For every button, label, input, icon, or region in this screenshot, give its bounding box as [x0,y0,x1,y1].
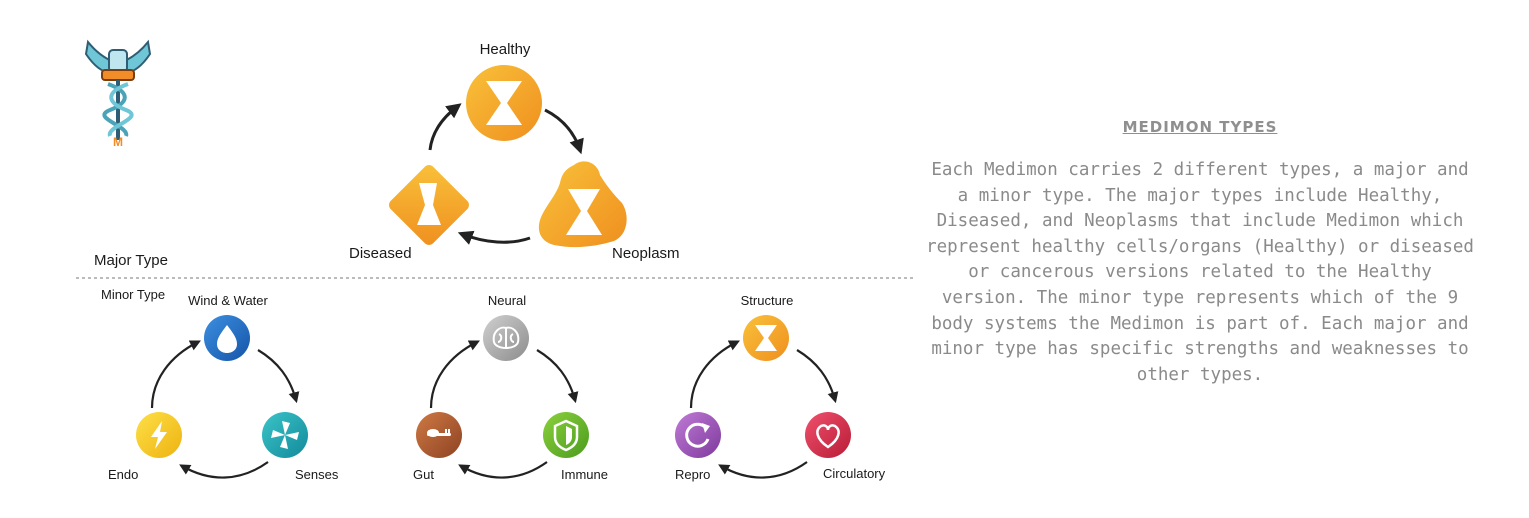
arrow-healthy-to-neoplasm [544,108,584,155]
arrow-neoplasm-to-diseased [457,230,531,245]
gut-node[interactable] [416,412,462,458]
label-endo: Endo [108,467,139,482]
arrow-structure-to-circulatory [796,349,839,404]
heart-icon [816,424,840,449]
water-drop-icon [217,325,237,353]
senses-node[interactable] [262,412,308,458]
hourglass-circle-icon [755,325,777,351]
wind-water-node[interactable] [204,315,250,361]
arrow-circulatory-to-repro [718,461,808,479]
hourglass-blob-icon [566,189,602,235]
endo-node[interactable] [136,412,182,458]
shield-icon [553,419,579,452]
minor-type-label: Minor Type [101,287,166,302]
diseased-node[interactable] [387,163,472,248]
minor-cycle-1-arrows [150,340,300,479]
cycle-arrow-icon [685,422,710,448]
repro-node[interactable] [675,412,721,458]
neoplasm-node[interactable] [538,161,627,248]
label-structure: Structure [740,293,794,308]
immune-node[interactable] [543,412,589,458]
label-neural: Neural [487,293,527,308]
label-repro: Repro [675,467,711,482]
major-cycle-arrows [428,103,584,245]
lightning-icon [151,421,167,449]
caduceus-icon [84,39,152,140]
arrow-repro-to-structure [689,340,740,409]
label-wind-water: Wind & Water [188,293,268,308]
hourglass-circle-icon [486,81,522,125]
fork-spoon-icon [427,429,451,437]
label-senses: Senses [295,467,339,482]
label-gut: Gut [413,467,434,482]
brain-icon [492,326,520,349]
arrow-diseased-to-healthy [428,103,462,151]
label-neoplasm: Neoplasm [612,245,680,262]
minor-cycle-2-arrows [429,340,579,479]
minor-cycle-3-arrows [689,340,839,479]
info-panel: MEDIMON TYPES Each Medimon carries 2 dif… [915,118,1485,388]
logo-letter: M [113,135,123,149]
panel-title: MEDIMON TYPES [1122,118,1278,136]
neural-node[interactable] [483,315,529,361]
structure-node[interactable] [743,315,789,361]
label-immune: Immune [561,467,608,482]
circulatory-node[interactable] [805,412,851,458]
pinwheel-icon [271,421,299,449]
hourglass-diamond-icon [417,183,441,225]
major-type-label: Major Type [94,252,168,269]
panel-body: Each Medimon carries 2 different types, … [926,160,1474,385]
label-diseased: Diseased [349,245,412,262]
label-circulatory: Circulatory [823,466,886,481]
label-healthy: Healthy [479,41,531,58]
healthy-node[interactable] [466,65,542,141]
